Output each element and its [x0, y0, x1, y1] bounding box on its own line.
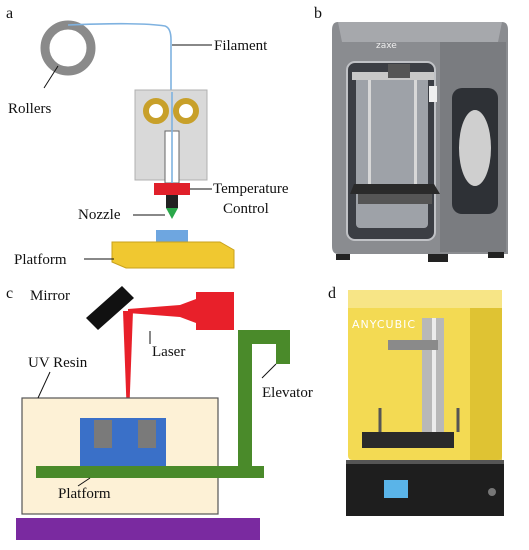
printer-b-top-shade [338, 22, 502, 42]
drive-roller-left-icon [143, 98, 169, 124]
panel-d: d ANYCUBIC [328, 285, 504, 516]
printer-d-brand: ANYCUBIC [352, 318, 416, 331]
nozzle-body [166, 195, 178, 208]
laser-nozzle [180, 299, 196, 323]
fdm-platform [111, 241, 235, 269]
printer-b-foot-left [336, 254, 350, 260]
printer-d-build-arm [388, 340, 438, 350]
printer-d-z-rail [432, 318, 436, 436]
printer-d-base-trim [346, 460, 504, 464]
base-plate [16, 518, 260, 540]
filament-label: Filament [214, 38, 268, 54]
fdm-platform-label: Platform [14, 252, 67, 268]
printer-d-screen [384, 480, 408, 498]
panel-b: b zaxe [314, 5, 508, 262]
elevator-label: Elevator [262, 385, 313, 401]
printer-b-inner [356, 72, 428, 228]
part-support-right [138, 420, 156, 448]
filament-line [67, 22, 172, 92]
part-support-left [94, 420, 112, 448]
printer-d-cover-side [470, 308, 502, 460]
printer-b-brand: zaxe [376, 41, 397, 51]
build-platform [36, 466, 264, 478]
printed-object [156, 230, 188, 242]
printer-b-screen [429, 86, 437, 102]
printer-b-foot-right [488, 252, 504, 258]
nozzle-tip [166, 208, 178, 219]
printer-d-cover-top [348, 290, 502, 308]
printer-d-base [346, 460, 504, 516]
printer-b-foot-mid [428, 254, 448, 262]
laser-body [196, 292, 234, 330]
panel-d-letter: d [328, 285, 336, 302]
printer-b-rod-right [414, 80, 417, 200]
printer-b-spool [459, 110, 491, 186]
laser-beam-horizontal [128, 305, 180, 317]
laser-beam-vertical [123, 311, 133, 418]
uv-resin-label: UV Resin [28, 355, 88, 371]
nozzle-label: Nozzle [78, 207, 121, 223]
printer-b-rod-left [368, 80, 371, 200]
printer-b-printhead [388, 64, 410, 78]
temperature-label-line1: Temperature [213, 181, 289, 197]
rollers-label: Rollers [8, 101, 51, 117]
panel-a: a Rollers Filament Temperature Control N… [6, 5, 289, 269]
heater-block [154, 183, 190, 195]
elevator-leader [261, 363, 277, 379]
elevator-arm [238, 330, 290, 478]
panel-c: c Mirror Laser UV Resin Elevator Platfor… [6, 285, 313, 540]
resin-leader [37, 371, 51, 399]
sla-platform-leader [77, 477, 91, 487]
panel-b-letter: b [314, 5, 322, 22]
printer-d-vat [362, 432, 454, 448]
panel-a-letter: a [6, 5, 13, 22]
drive-roller-right-icon [173, 98, 199, 124]
printer-d-button-icon [488, 488, 496, 496]
sla-platform-label: Platform [58, 486, 111, 502]
printer-b-bed-support [358, 194, 432, 204]
printer-b-bed [350, 184, 440, 194]
filament-spool-hub [56, 36, 80, 60]
laser-label: Laser [152, 344, 185, 360]
panel-c-letter: c [6, 285, 13, 302]
mirror-label: Mirror [30, 288, 70, 304]
rollers-leader [43, 65, 59, 89]
mirror [86, 286, 134, 330]
temperature-label-line2: Control [223, 201, 269, 217]
